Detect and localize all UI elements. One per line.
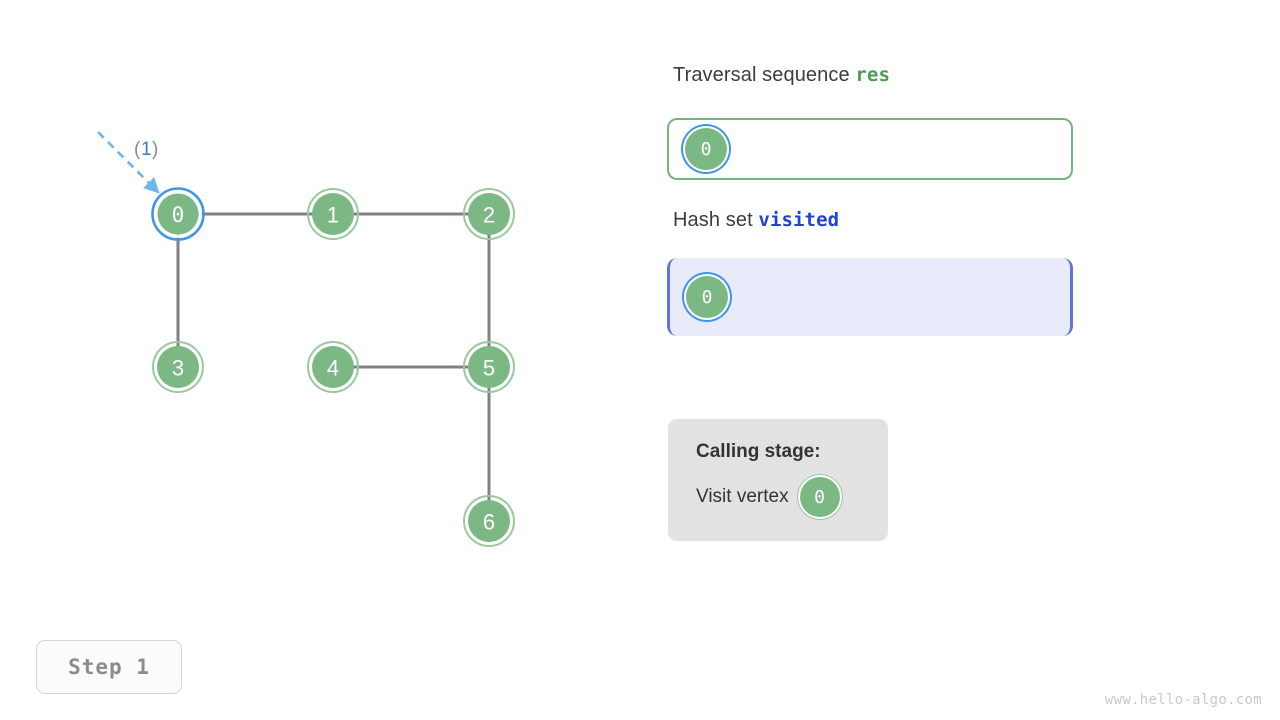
graph-node-6-label: 6 xyxy=(483,510,495,535)
graph-node-0-highlight-ring xyxy=(151,187,205,241)
step-badge: Step 1 xyxy=(36,640,182,694)
graph-node-2[interactable]: 2 xyxy=(463,188,515,240)
graph-node-5[interactable]: 5 xyxy=(463,341,515,393)
graph-node-0-body xyxy=(157,193,199,235)
graph-node-6-body xyxy=(468,500,510,542)
graph-node-4[interactable]: 4 xyxy=(307,341,359,393)
pointer-label-close: ) xyxy=(152,139,158,160)
graph-node-0-white-ring xyxy=(154,190,202,238)
graph-node-6[interactable]: 6 xyxy=(463,495,515,547)
graph-node-5-ring xyxy=(463,341,515,393)
right-panel: Traversal sequence res 0 Hash set visite… xyxy=(667,0,1280,720)
graph-node-1-body xyxy=(312,193,354,235)
res-caption: Traversal sequence res xyxy=(673,64,890,87)
calling-stage-vertex: 0 xyxy=(799,477,840,517)
visited-item-0[interactable]: 0 xyxy=(686,276,728,318)
graph-node-2-ring xyxy=(463,188,515,240)
graph-canvas: ( 1 ) 0 1 2 3 xyxy=(97,131,515,547)
pointer-label-open: ( xyxy=(134,139,141,160)
visited-caption: Hash set visited xyxy=(673,209,839,232)
calling-stage-title: Calling stage: xyxy=(696,441,821,462)
graph-panel: ( 1 ) 0 1 2 3 xyxy=(97,131,515,547)
graph-node-1-ring xyxy=(307,188,359,240)
graph-node-5-label: 5 xyxy=(483,356,495,381)
graph-node-3[interactable]: 3 xyxy=(152,341,204,393)
res-item-0-label: 0 xyxy=(700,138,712,160)
pointer-label-number: 1 xyxy=(141,139,152,160)
visited-item-0-label: 0 xyxy=(701,286,713,308)
res-item-0[interactable]: 0 xyxy=(685,128,727,170)
graph-node-0[interactable]: 0 xyxy=(151,187,205,241)
graph-node-3-label: 3 xyxy=(172,356,184,381)
res-container: 0 xyxy=(667,118,1073,180)
graph-node-2-label: 2 xyxy=(483,203,495,228)
visited-caption-code: visited xyxy=(758,209,840,231)
graph-node-4-label: 4 xyxy=(327,356,339,381)
res-caption-code: res xyxy=(855,64,890,86)
calling-stage-vertex-label: 0 xyxy=(814,486,825,508)
graph-node-1[interactable]: 1 xyxy=(307,188,359,240)
graph-node-0-label: 0 xyxy=(172,203,185,227)
graph-node-1-label: 1 xyxy=(327,203,339,228)
watermark-label: www.hello-algo.com xyxy=(1104,692,1262,708)
graph-node-3-body xyxy=(157,346,199,388)
visited-caption-prefix: Hash set xyxy=(673,209,753,231)
step-badge-label: Step 1 xyxy=(68,655,150,679)
calling-stage-card: Calling stage: Visit vertex 0 xyxy=(668,419,888,541)
graph-node-2-body xyxy=(468,193,510,235)
visited-container: 0 xyxy=(667,258,1073,336)
graph-node-5-body xyxy=(468,346,510,388)
watermark: www.hello-algo.com xyxy=(1105,692,1262,708)
graph-node-6-ring xyxy=(463,495,515,547)
calling-stage-action-label: Visit vertex xyxy=(696,486,789,507)
graph-node-3-ring xyxy=(152,341,204,393)
res-caption-prefix: Traversal sequence xyxy=(673,64,850,86)
calling-stage-body: Visit vertex 0 xyxy=(696,477,888,517)
graph-node-4-ring xyxy=(307,341,359,393)
pointer-arrow-group: ( 1 ) xyxy=(97,131,160,194)
graph-node-4-body xyxy=(312,346,354,388)
